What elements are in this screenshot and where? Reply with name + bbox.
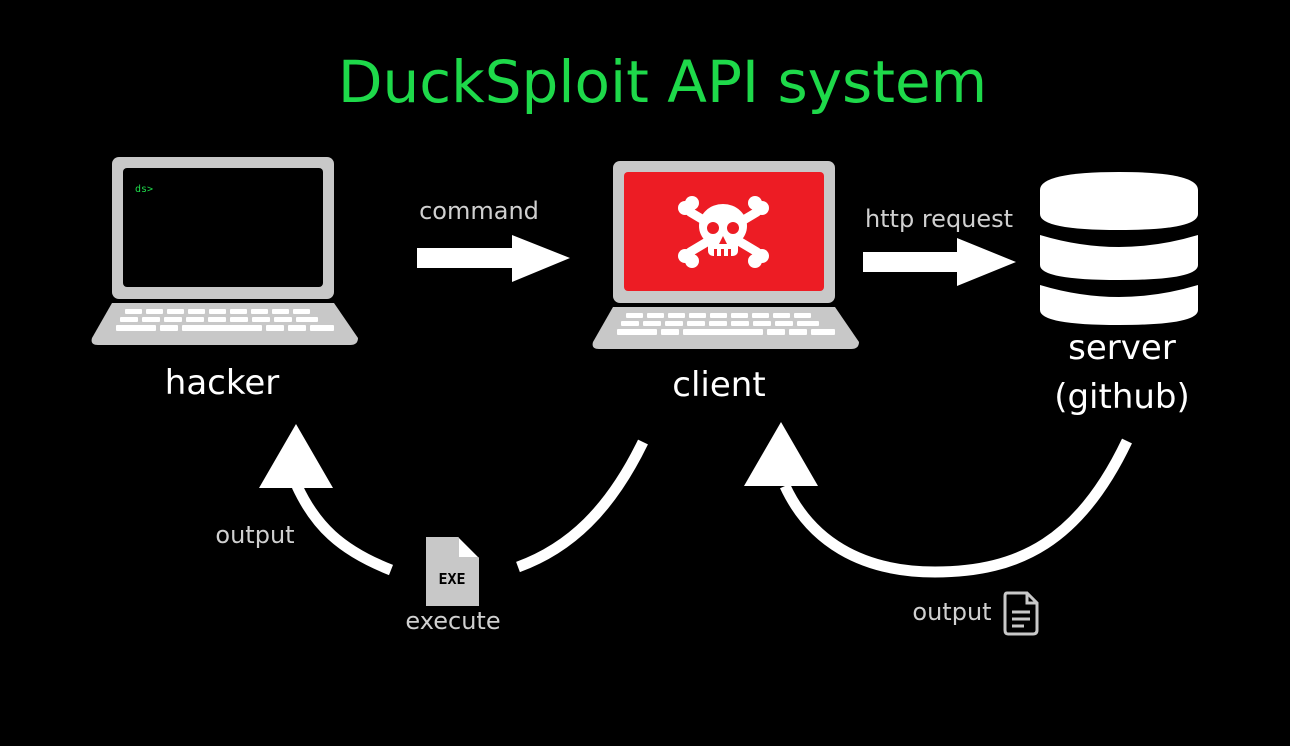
execute-arrow-path [516,439,648,573]
command-arrow [417,235,570,282]
client-laptop-icon [592,161,859,349]
client-label: client [672,365,766,405]
output-right-arrow-path [780,438,1132,578]
exe-file-icon: EXE [426,536,480,606]
command-label: command [419,197,539,225]
database-icon [1040,172,1198,325]
output-right-arrowhead [744,422,818,486]
output-left-arrow-path [292,483,394,576]
terminal-prompt: ds> [135,184,153,195]
execute-label: execute [405,607,501,635]
document-icon [1003,591,1039,636]
output-left-arrowhead [259,424,333,488]
exe-file-label: EXE [438,570,465,588]
curved-arrows [292,438,1132,578]
skull-crossbones-icon [678,196,769,268]
hacker-keyboard-keys [116,309,334,331]
output-left-label: output [215,521,295,549]
client-keyboard-keys [617,313,835,335]
hacker-laptop-icon: ds> [91,157,358,345]
server-label: server [1068,328,1176,368]
server-github-label: (github) [1054,377,1190,417]
output-right-label: output [912,598,992,626]
hacker-screen [123,168,323,287]
page-title: DuckSploit API system [337,48,988,116]
http-request-arrow [863,238,1016,286]
hacker-label: hacker [164,363,280,403]
http-request-label: http request [864,205,1014,233]
